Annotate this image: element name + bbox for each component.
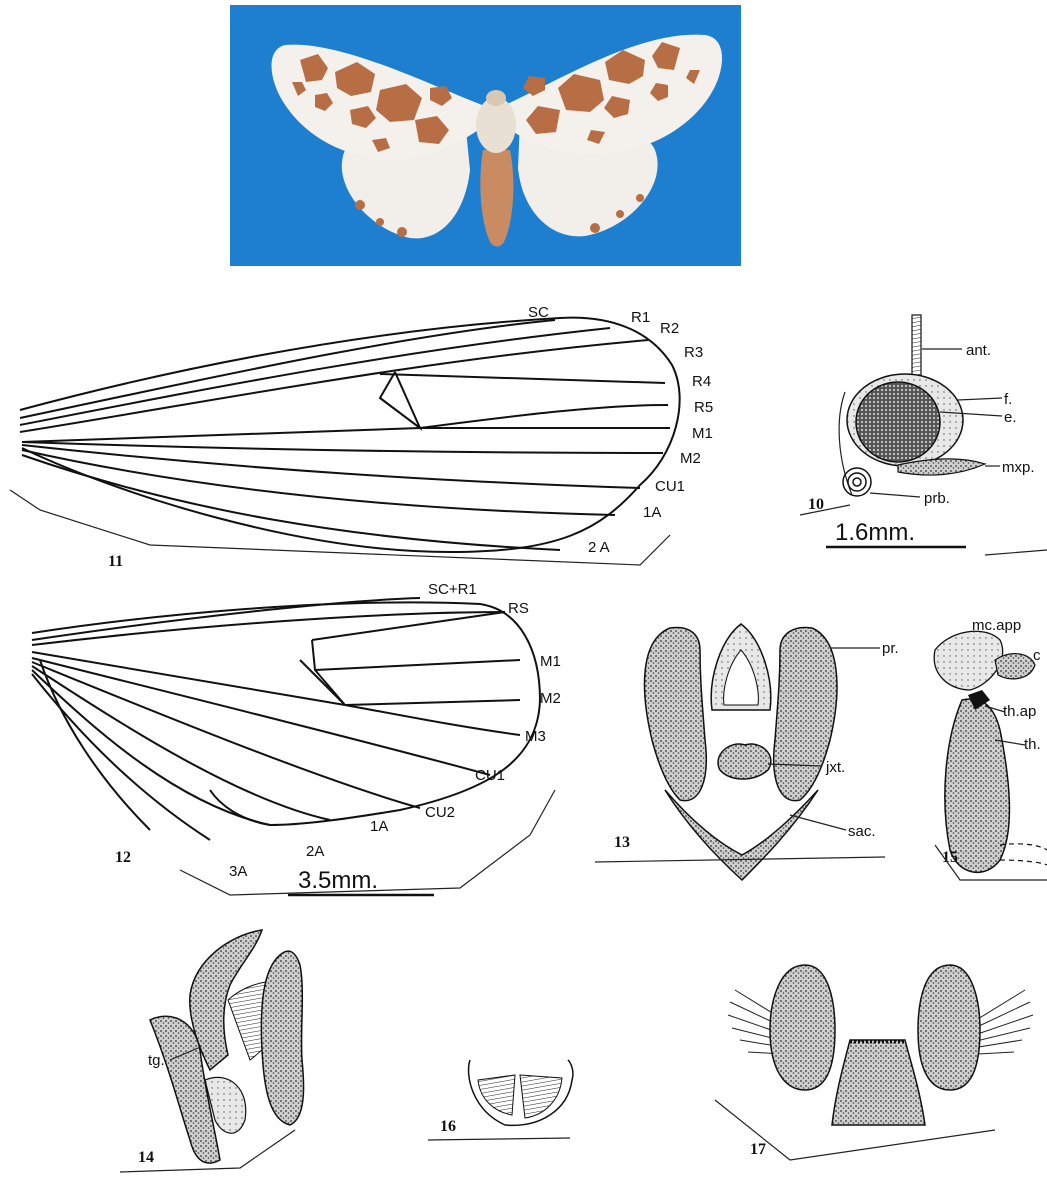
vein-label-2a: 2A	[306, 843, 324, 860]
vein-label-r5: R5	[694, 399, 713, 416]
scale-bar-label-3-5mm: 3.5mm.	[298, 867, 378, 894]
vein-label-rs: RS	[508, 600, 529, 617]
vein-label-sc: SC	[528, 304, 549, 321]
antenna	[912, 315, 921, 380]
vein-label-sc-r1: SC+R1	[428, 581, 477, 598]
label-c: c	[1033, 647, 1041, 664]
manica-appendage	[934, 631, 1002, 690]
vein-label-m1: M1	[692, 425, 713, 442]
figure-number-17: 17	[750, 1141, 766, 1158]
figure-12-hindwing-venation: SC+R1 RS M1 M2 M3 CU1 CU2 1A 2A 3A 12 3.…	[32, 581, 561, 895]
moth-head	[486, 90, 506, 106]
figure-14-genitalia-lateral: tg. 14	[120, 930, 304, 1172]
label-f: f.	[1004, 391, 1012, 408]
label-pr: pr.	[882, 640, 899, 657]
figure-16-sternite: 16	[428, 1060, 573, 1140]
left-valve	[645, 627, 707, 800]
figure-number-16: 16	[440, 1118, 456, 1135]
lobe-left	[770, 965, 835, 1090]
vein-label-cu1: CU1	[475, 767, 505, 784]
label-th: th.	[1024, 736, 1041, 753]
figure-11-forewing-venation: SC R1 R2 R3 R4 R5 M1 M2 CU1 1A 2 A 11	[10, 304, 713, 570]
lobe-right	[918, 965, 980, 1090]
vein-label-r4: R4	[692, 373, 711, 390]
scale-bar-label-1-6mm: 1.6mm.	[835, 519, 915, 546]
vein-label-cu2: CU2	[425, 804, 455, 821]
figure-number-14: 14	[138, 1149, 154, 1166]
vein-label-m2: M2	[680, 450, 701, 467]
vein-label-3a: 3A	[229, 863, 247, 880]
label-prb: prb.	[924, 490, 950, 507]
vein-label-1a: 1A	[370, 818, 388, 835]
label-jxt: jxt.	[825, 759, 845, 776]
cornutus	[995, 654, 1035, 679]
moth-photograph	[230, 5, 741, 266]
label-tg: tg.	[148, 1052, 165, 1069]
vein-label-r2: R2	[660, 320, 679, 337]
saccus	[665, 790, 818, 880]
figure-13-genitalia: pr. jxt. sac. 13	[595, 624, 899, 880]
figure-number-10: 10	[808, 496, 824, 513]
label-e: e.	[1004, 409, 1017, 426]
label-mc-app: mc.app	[972, 617, 1021, 634]
vein-label-m1: M1	[540, 653, 561, 670]
label-ant: ant.	[966, 342, 991, 359]
label-sac: sac.	[848, 823, 876, 840]
juxta	[718, 744, 771, 779]
vein-label-m3: M3	[525, 728, 546, 745]
vein-label-1a: 1A	[643, 504, 661, 521]
label-th-ap: th.ap	[1003, 703, 1036, 720]
central-plate	[832, 1040, 925, 1125]
vein-label-m2: M2	[540, 690, 561, 707]
figure-10-head: ant. f. e. mxp. prb. 10 1.6mm.	[800, 315, 1047, 555]
vein-label-2a: 2 A	[588, 539, 610, 556]
figure-number-11: 11	[108, 553, 123, 570]
vein-label-r3: R3	[684, 344, 703, 361]
vein-label-r1: R1	[631, 309, 650, 326]
figure-17-coremata: 17	[715, 965, 1033, 1160]
vein-label-cu1: CU1	[655, 478, 685, 495]
label-mxp: mxp.	[1002, 459, 1035, 476]
aedeagus-shaft	[945, 699, 1010, 872]
valva-lateral	[261, 951, 303, 1125]
compound-eye	[856, 382, 940, 462]
figure-number-13: 13	[614, 834, 630, 851]
figure-number-12: 12	[115, 849, 131, 866]
figure-15-aedeagus: mc.app c th.ap th. 15	[934, 617, 1047, 880]
